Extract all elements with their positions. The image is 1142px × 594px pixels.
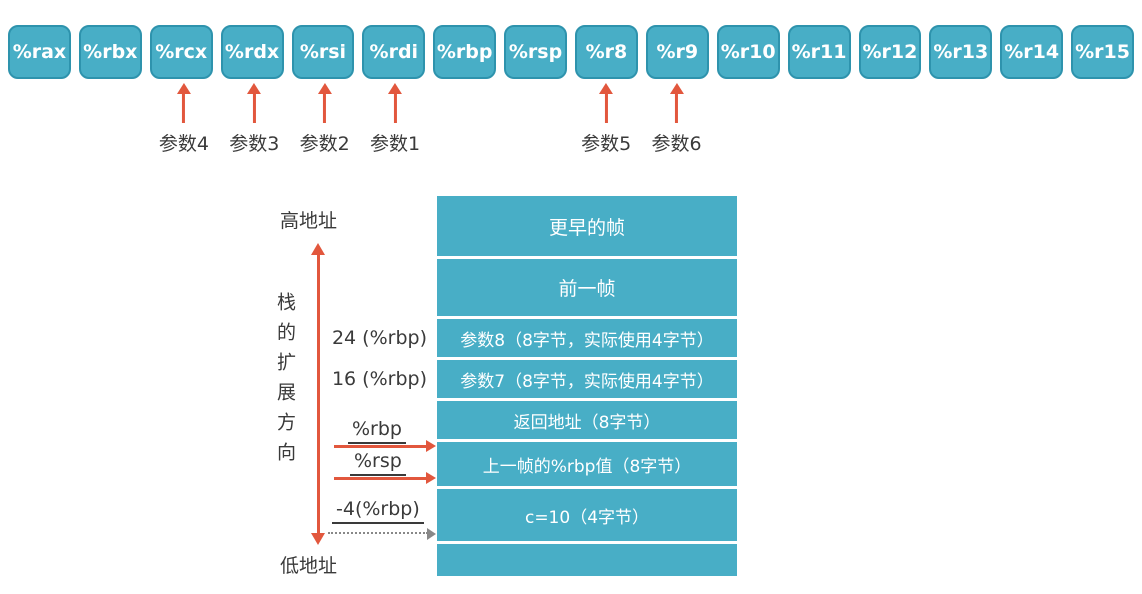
register-box: %rsi	[291, 25, 355, 79]
register-box: %r13	[929, 25, 993, 79]
register-box: %r12	[858, 25, 922, 79]
up-arrow-icon	[387, 83, 403, 123]
stack-direction-label: 栈的扩展方向	[274, 292, 296, 472]
register-box: %r9	[645, 25, 709, 79]
register-box: %rsp	[504, 25, 567, 79]
register-box: %rbx	[78, 25, 142, 79]
stack-row-offset-label: 24 (%rbp)	[331, 327, 427, 349]
registers-row: %rax%rbx%rcx%rdx%rsi%rdi%rbp%rsp%r8%r9%r…	[8, 25, 1134, 79]
up-arrow-icon	[669, 83, 685, 123]
param-annotation: 参数1	[370, 83, 420, 156]
register-box: %rcx	[149, 25, 213, 79]
rbp-offset-dotted-arrow-icon	[328, 528, 436, 540]
up-arrow-icon	[246, 83, 262, 123]
rsp-pointer-label: %rsp	[350, 450, 406, 476]
register-box: %r14	[1000, 25, 1064, 79]
stack-row	[437, 544, 737, 576]
high-address-label: 高地址	[280, 210, 338, 232]
stack-row: 更早的帧	[437, 196, 737, 256]
register-box: %rdx	[220, 25, 284, 79]
rsp-pointer-arrow-icon	[334, 472, 436, 484]
register-box: %r10	[716, 25, 780, 79]
register-box: %rbp	[433, 25, 497, 79]
rbp-pointer-arrow-icon	[334, 440, 436, 452]
param-annotation: 参数5	[581, 83, 631, 156]
stack-row: 上一帧的%rbp值（8字节）	[437, 442, 737, 486]
up-arrow-icon	[317, 83, 333, 123]
rbp-offset-label: -4(%rbp)	[332, 498, 424, 524]
rbp-pointer-label: %rbp	[348, 418, 406, 444]
stack-row: 参数7（8字节，实际使用4字节）16 (%rbp)	[332, 360, 737, 398]
register-box: %r8	[575, 25, 638, 79]
register-box: %rdi	[362, 25, 426, 79]
stack-row: 返回地址（8字节）	[437, 401, 737, 439]
register-box: %r11	[787, 25, 851, 79]
stack-row-offset-label: 16 (%rbp)	[331, 368, 427, 390]
stack-row: 前一帧	[437, 259, 737, 316]
stack-row: c=10（4字节）	[437, 489, 737, 541]
up-arrow-icon	[176, 83, 192, 123]
stack-row: 参数8（8字节，实际使用4字节）24 (%rbp)	[332, 319, 737, 357]
stack-direction-arrow-icon	[310, 243, 326, 545]
param-annotation: 参数3	[229, 83, 279, 156]
param-annotation: 参数4	[159, 83, 209, 156]
low-address-label: 低地址	[280, 555, 338, 577]
param-annotation: 参数6	[652, 83, 702, 156]
param-label: 参数4	[158, 133, 209, 155]
up-arrow-icon	[598, 83, 614, 123]
param-label: 参数1	[370, 133, 421, 155]
param-label: 参数2	[299, 133, 350, 155]
param-label: 参数3	[229, 133, 280, 155]
params-layer: 参数4 参数3 参数2 参数1 参数5 参数6	[8, 83, 1134, 158]
register-box: %rax	[8, 25, 71, 79]
register-box: %r15	[1071, 25, 1134, 79]
param-label: 参数5	[581, 133, 632, 155]
stack-column: 更早的帧前一帧参数8（8字节，实际使用4字节）24 (%rbp)参数7（8字节，…	[332, 196, 737, 576]
param-annotation: 参数2	[300, 83, 350, 156]
param-label: 参数6	[651, 133, 702, 155]
